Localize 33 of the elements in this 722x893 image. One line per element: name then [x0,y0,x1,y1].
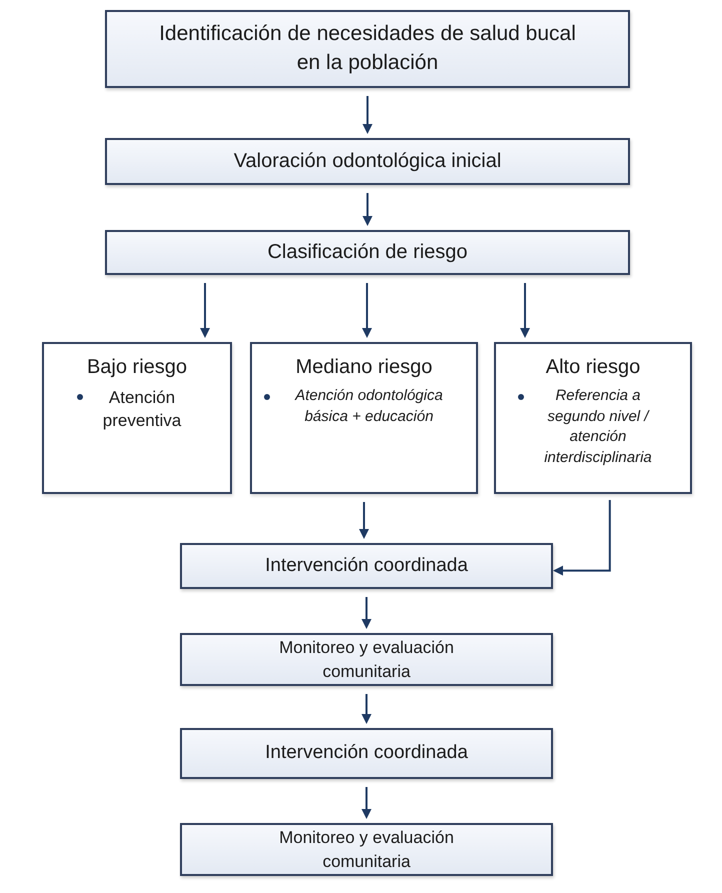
arrow [362,694,372,724]
box-text: Intervención coordinada [265,741,468,766]
arrow [362,283,372,338]
bullet-text: Atención odontológica básica + educación [294,386,444,427]
card-heading: Alto riesgo [546,355,640,380]
process-box [105,10,630,88]
box-text: Valoración odontológica inicial [234,148,502,174]
arrow [553,500,611,576]
card-heading: Bajo riesgo [86,355,188,380]
process-box [105,230,630,275]
risk-card [42,342,232,494]
arrow [362,96,372,134]
arrow [200,283,210,338]
arrow [362,597,372,629]
arrow [520,283,530,338]
bullet-text: Atención preventiva [102,387,182,432]
process-box [180,543,553,589]
box-text: Monitoreo y evaluación comunitaria [278,637,455,682]
box-text: Clasificación de riesgo [267,240,468,265]
arrow [359,502,369,539]
process-box [105,138,630,185]
process-box [180,633,553,686]
arrow [362,787,372,819]
process-box [180,823,553,876]
box-text: Intervención coordinada [265,554,468,578]
bullet-text: Referencia a segundo nivel / atención interdisciplinaria [543,386,653,468]
risk-card [250,342,478,494]
card-heading: Mediano riesgo [296,355,432,380]
box-text: Monitoreo y evaluación comunitaria [278,827,455,872]
process-box [180,728,553,779]
box-text: Identificación de necesidades de salud bucal en la población [159,21,576,76]
risk-card [494,342,692,494]
arrow [362,193,372,226]
